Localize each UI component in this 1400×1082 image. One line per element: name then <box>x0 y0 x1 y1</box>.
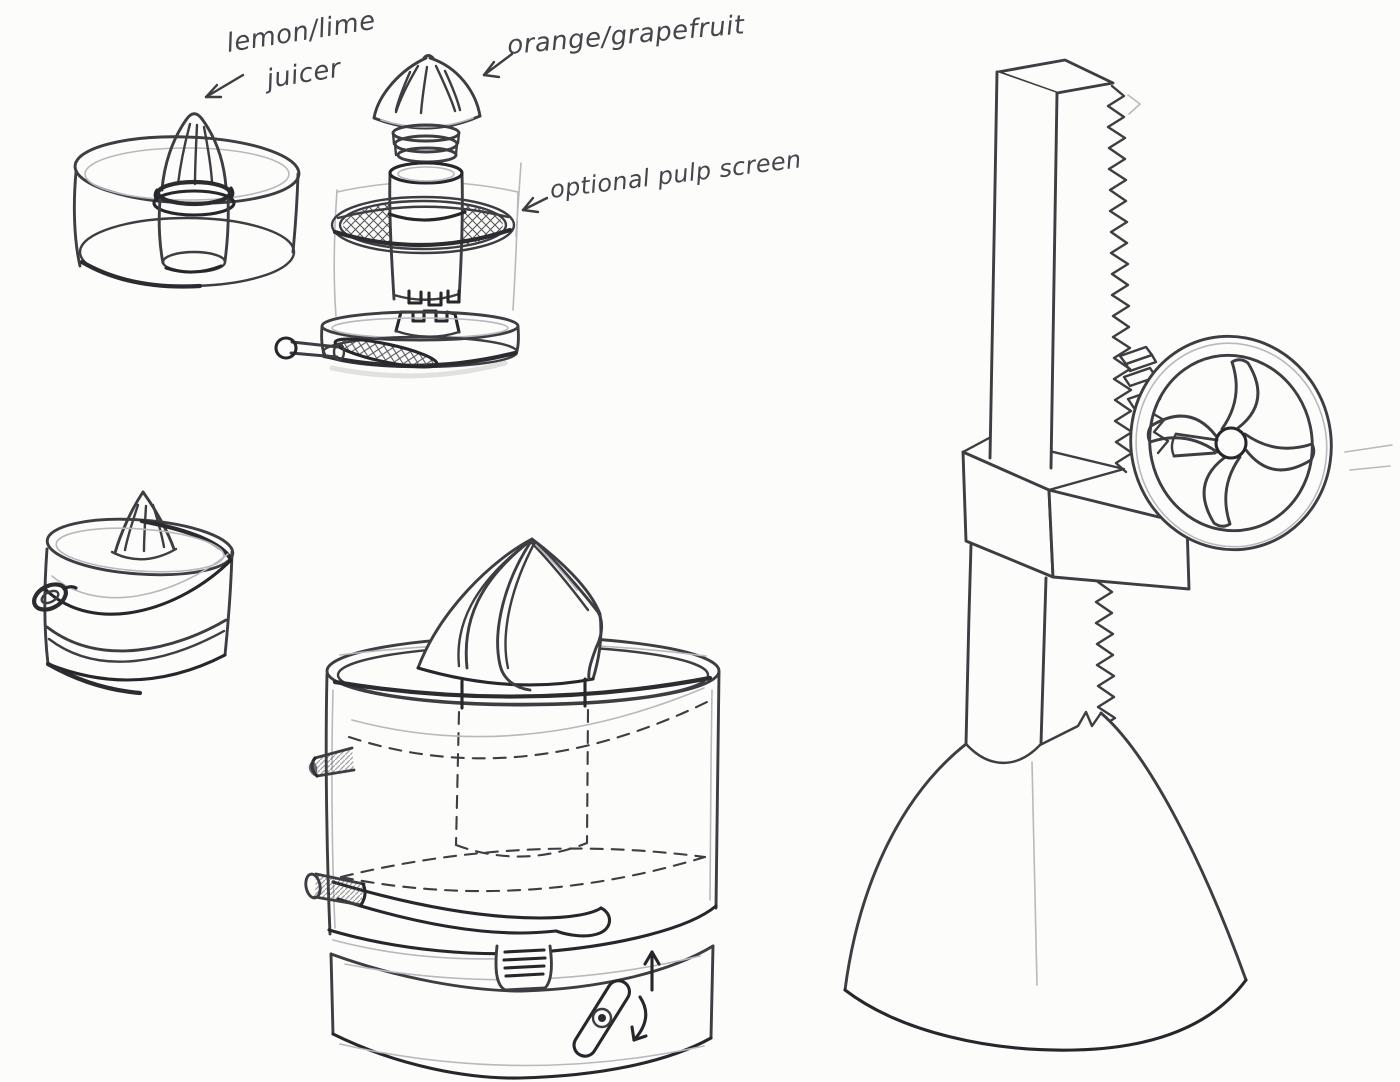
crank-rotate-arrow <box>630 995 648 1042</box>
exploded-juicer-sketch <box>274 54 520 379</box>
base-release-up-arrow <box>643 950 661 992</box>
annotation-arrow-lemon-lime <box>204 73 245 99</box>
rack-pinion-press-sketch <box>843 58 1393 1053</box>
annotation-orange-grapefruit-text: orange/grapefruit <box>506 10 746 61</box>
swirl-juicer-sketch <box>304 537 721 1080</box>
annotation-orange-grapefruit: orange/grapefruit <box>482 10 746 79</box>
handwheel-spokes <box>1146 358 1316 528</box>
annotation-pulp-screen-text: optional pulp screen <box>548 145 803 204</box>
annotation-lemon-lime-line1: lemon/lime <box>224 6 377 59</box>
annotation-pulp-screen: optional pulp screen <box>515 145 803 237</box>
annotation-arrow-pulp-screen <box>521 196 549 214</box>
annotation-lemon-lime: lemon/lime juicer <box>204 6 378 99</box>
lemon-lime-juicer-sketch <box>72 112 301 289</box>
annotation-lemon-lime-line2: juicer <box>261 53 344 95</box>
mini-juicer-sketch <box>32 490 235 696</box>
annotation-arrow-orange-grapefruit <box>482 52 514 79</box>
